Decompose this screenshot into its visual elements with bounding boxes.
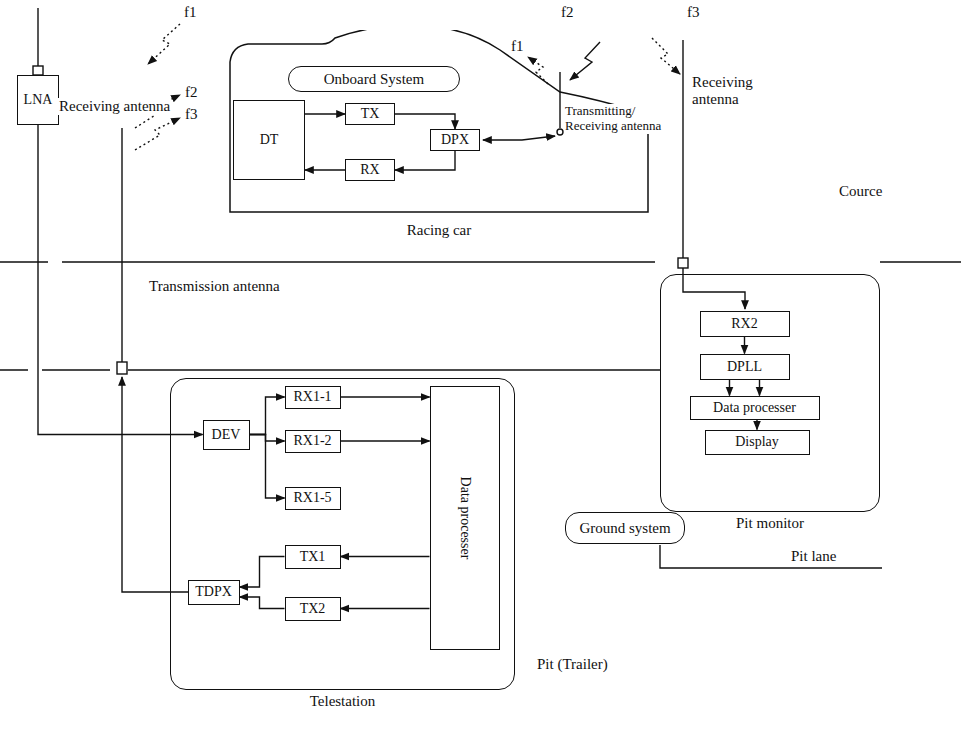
antenna-connector: [117, 362, 127, 374]
process-box: DPLL: [700, 354, 790, 380]
frequency-label: f3: [686, 4, 701, 21]
signal-arrow: [395, 151, 455, 170]
node-label: DPX: [441, 132, 469, 147]
antenna: [121, 128, 122, 362]
node-label: TDPX: [195, 584, 232, 599]
equipment-group: TelestationDEVRX1-1RX1-2RX1-5TX1TX2TDPXD…: [170, 378, 515, 690]
radio-link: [528, 57, 548, 84]
node-label: Pit monitor: [661, 515, 879, 532]
feed-line: [483, 136, 555, 140]
annotation: Pit (Trailer): [536, 656, 609, 673]
signal-arrow: [240, 557, 285, 588]
antenna: [37, 8, 38, 66]
node-label: RX1-1: [293, 389, 331, 404]
pit-lane-line: [660, 545, 882, 568]
node-label: DEV: [212, 427, 241, 442]
node-label: Telestation: [171, 693, 514, 710]
signal-arrow: [250, 397, 285, 435]
node-label: DPLL: [727, 359, 762, 374]
radio-link: [135, 118, 180, 150]
signal-arrow: [341, 556, 430, 557]
signal-arrow: [305, 113, 345, 114]
process-box: DEV: [203, 420, 250, 450]
radio-link: [652, 38, 680, 74]
process-box: TDPX: [188, 580, 240, 605]
frequency-label: f1: [510, 38, 525, 55]
signal-arrow: [729, 380, 730, 396]
signal-arrow: [341, 440, 430, 441]
node-label: Ground system: [579, 520, 670, 537]
signal-arrow: [240, 597, 285, 609]
process-box: TX1: [285, 545, 341, 569]
node-label: DT: [260, 132, 279, 147]
process-box: RX1-1: [285, 386, 341, 409]
process-box: Display: [705, 430, 810, 455]
process-box: Data processer: [690, 396, 820, 420]
antenna-connector: [33, 66, 43, 75]
antenna-connector: [678, 258, 688, 268]
node-label: TX2: [300, 601, 326, 616]
annotation: Cource: [838, 183, 883, 200]
radio-link: [148, 24, 180, 64]
amplifier-box: LNA: [17, 75, 60, 125]
annotation: Pit lane: [790, 548, 837, 565]
node-label: RX2: [731, 316, 757, 331]
process-box: Data processer: [430, 386, 500, 650]
node-label: TX: [361, 106, 380, 121]
frequency-label: f1: [183, 4, 198, 21]
node-label: TX1: [300, 549, 326, 564]
annotation: Receiving antenna: [58, 98, 171, 115]
node-label: LNA: [24, 92, 53, 107]
process-box: RX: [345, 159, 395, 181]
annotation: Receiving antenna: [691, 74, 757, 109]
process-box: RX2: [700, 311, 790, 337]
system-tag: Ground system: [565, 512, 685, 544]
node-label: Data processer: [713, 400, 796, 415]
signal-arrow: [341, 608, 430, 609]
signal-arrow: [250, 435, 285, 499]
process-box: RX1-5: [285, 487, 341, 510]
frequency-label: f2: [184, 84, 199, 101]
process-box: RX1-2: [285, 430, 341, 453]
signal-arrow: [305, 169, 345, 170]
node-label: RX: [360, 162, 379, 177]
frequency-label: f3: [184, 106, 199, 123]
feed-line: [122, 377, 188, 592]
node-label: Display: [735, 434, 779, 449]
node-label: RX1-2: [293, 433, 331, 448]
annotation: Transmitting/ Receiving antenna: [564, 104, 678, 134]
antenna: [559, 72, 560, 128]
annotation: Transmission antenna: [148, 278, 281, 295]
process-box: TX2: [285, 597, 341, 621]
course-line: [0, 369, 110, 370]
antenna: [682, 40, 683, 258]
process-box: TX: [345, 103, 395, 125]
node-label: RX1-5: [293, 490, 331, 505]
pit-wire: [128, 369, 660, 370]
system-tag: Onboard System: [288, 66, 460, 92]
frequency-label: f2: [560, 4, 575, 21]
signal-arrow: [341, 396, 430, 397]
process-box: DT: [233, 100, 305, 180]
radio-link: [570, 42, 600, 80]
signal-arrow: [744, 337, 745, 354]
signal-arrow: [756, 420, 757, 430]
process-box: DPX: [430, 129, 480, 151]
antenna-base: [557, 129, 563, 135]
signal-arrow: [250, 435, 285, 442]
vehicle-outline: Racing car Onboard SystemDT TX DPX RX: [226, 30, 652, 252]
node-label: Racing car: [226, 222, 652, 239]
node-label: Onboard System: [324, 71, 424, 88]
signal-arrow: [759, 380, 760, 396]
course-line: [0, 261, 961, 262]
node-label: Data processer: [457, 476, 472, 559]
signal-arrow: [395, 114, 455, 129]
equipment-group: Pit monitorRX2DPLLData processerDisplay: [660, 274, 880, 512]
